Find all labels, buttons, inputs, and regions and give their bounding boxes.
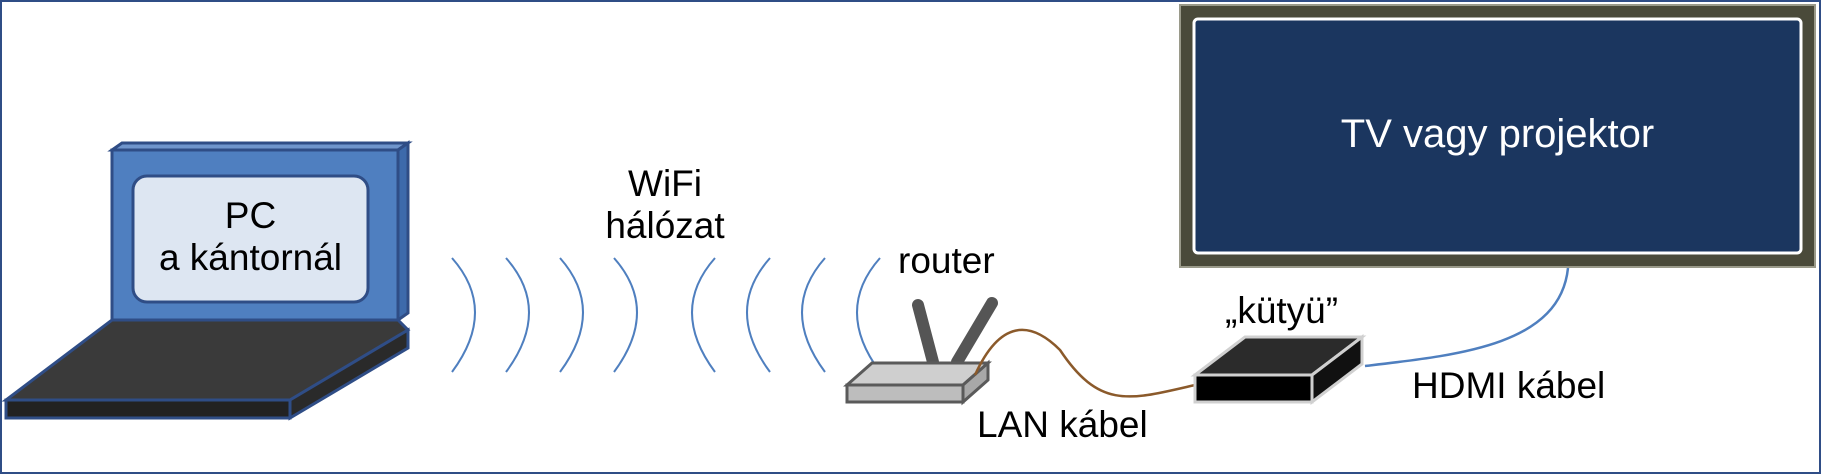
pc-label: PC a kántornál	[133, 195, 368, 279]
wifi-waves-icon	[451, 257, 881, 373]
laptop-icon	[1, 140, 413, 421]
hdmi-cable-label: HDMI kábel	[1412, 365, 1606, 406]
tv-label: TV vagy projektor	[1340, 112, 1655, 156]
wifi-label-line2: hálózat	[605, 205, 725, 246]
device-box-icon	[1190, 333, 1367, 406]
lan-cable-label: LAN kábel	[977, 404, 1148, 445]
lan-cable	[973, 328, 1196, 398]
pc-label-line1: PC	[224, 195, 277, 236]
wifi-label-line1: WiFi	[628, 163, 702, 204]
tv-screen-icon	[1179, 4, 1816, 268]
wifi-label: WiFi hálózat	[560, 163, 770, 247]
device-label: „kütyü”	[1225, 290, 1339, 331]
router-icon	[843, 297, 998, 406]
pc-label-line2: a kántornál	[158, 237, 343, 278]
router-label: router	[898, 240, 995, 281]
hdmi-cable	[1364, 267, 1570, 368]
